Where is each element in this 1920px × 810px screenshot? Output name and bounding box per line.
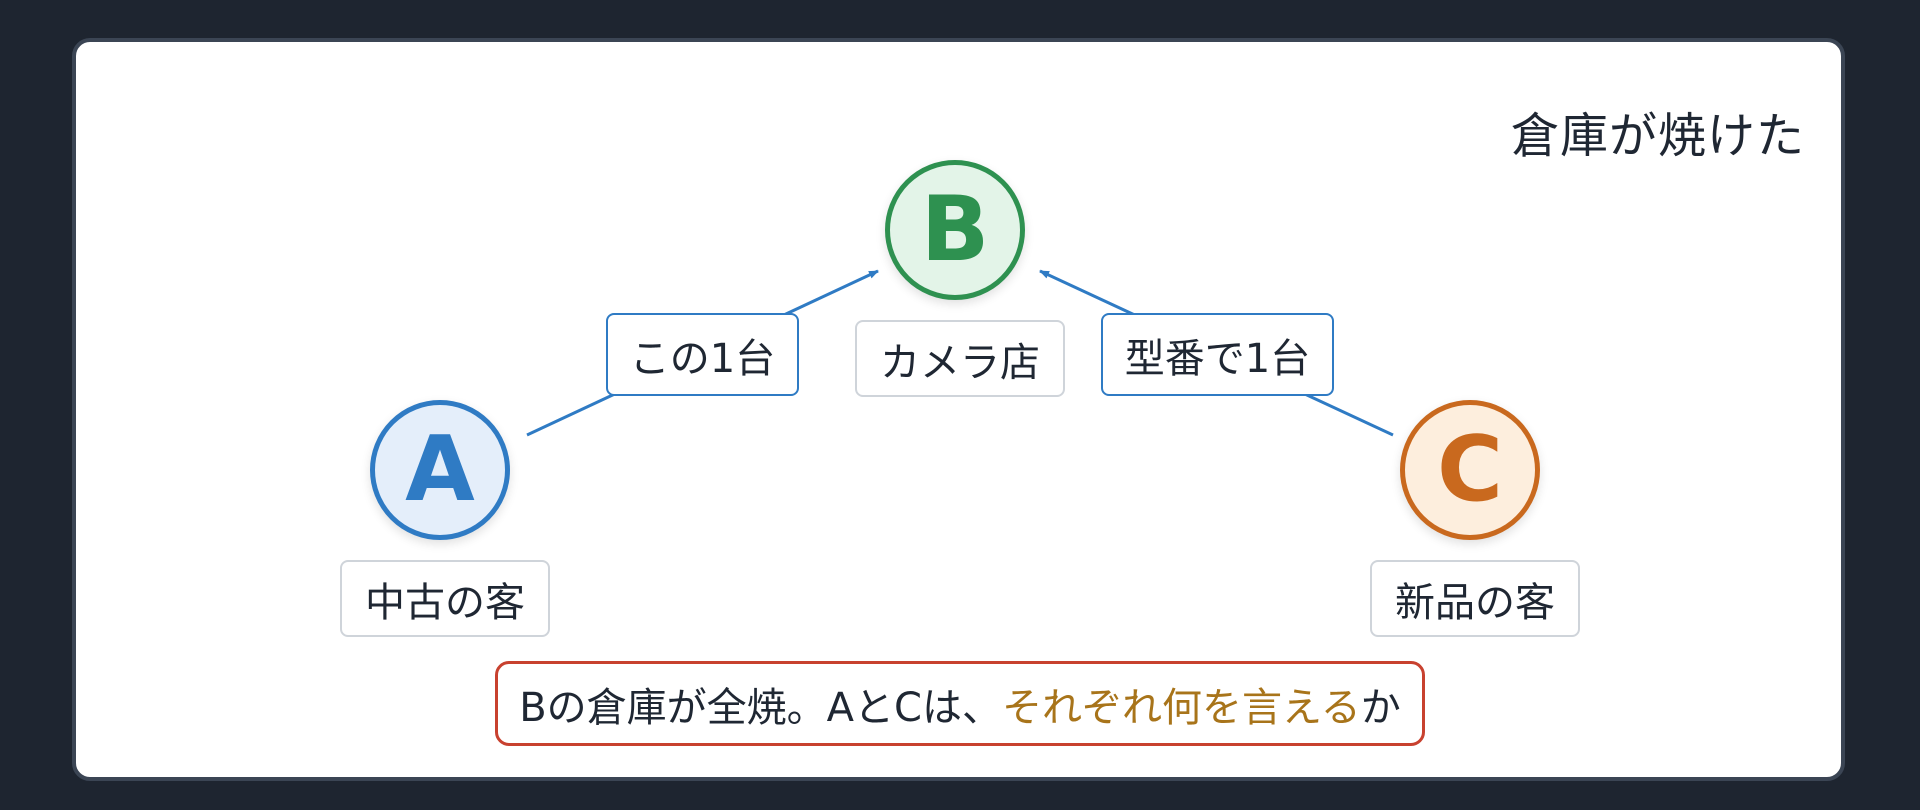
edge-c-to-b-label: 型番で1台 [1101,313,1334,396]
node-c-label: 新品の客 [1370,560,1580,637]
caption-suffix: か [1360,684,1401,731]
node-c-letter: C [1436,417,1504,522]
node-c: C [1400,400,1540,540]
node-b-letter: B [920,177,990,282]
caption-highlight: それぞれ何を言える [1001,684,1361,731]
node-b: B [885,160,1025,300]
diagram-title: 倉庫が焼けた [1510,108,1805,164]
node-b-label: カメラ店 [855,320,1065,397]
edge-a-to-b-label: この1台 [606,313,799,396]
caption-box: Bの倉庫が全焼。AとCは、それぞれ何を言えるか [495,661,1425,746]
node-a-letter: A [405,417,475,522]
caption-prefix: Bの倉庫が全焼。AとCは、 [519,684,1002,731]
node-a: A [370,400,510,540]
node-a-label: 中古の客 [340,560,550,637]
